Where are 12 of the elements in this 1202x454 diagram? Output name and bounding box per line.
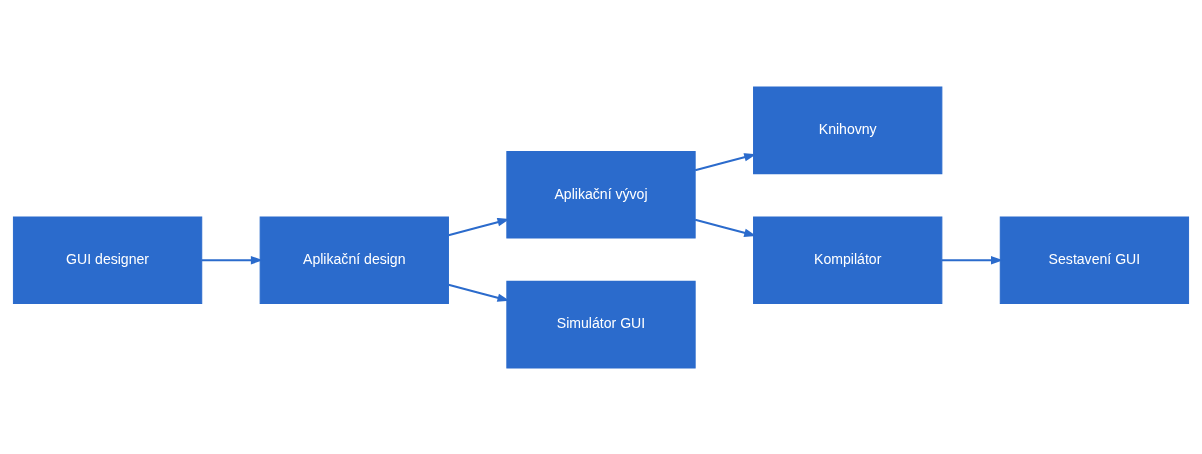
node-box: Aplikační design <box>259 215 449 304</box>
arrow <box>941 255 1004 264</box>
node-box: Knihovny <box>753 86 943 174</box>
node-box: Simulátor GUI <box>506 280 696 368</box>
arrow <box>448 283 510 302</box>
arrow <box>694 152 757 171</box>
node-box: Kompilátor <box>753 215 943 304</box>
node-box: Sestavení GUI <box>999 215 1190 304</box>
node-box: Aplikační vývoj <box>506 150 696 239</box>
node-box: GUI designer <box>12 215 203 304</box>
arrow <box>448 217 510 236</box>
arrow <box>201 255 263 264</box>
